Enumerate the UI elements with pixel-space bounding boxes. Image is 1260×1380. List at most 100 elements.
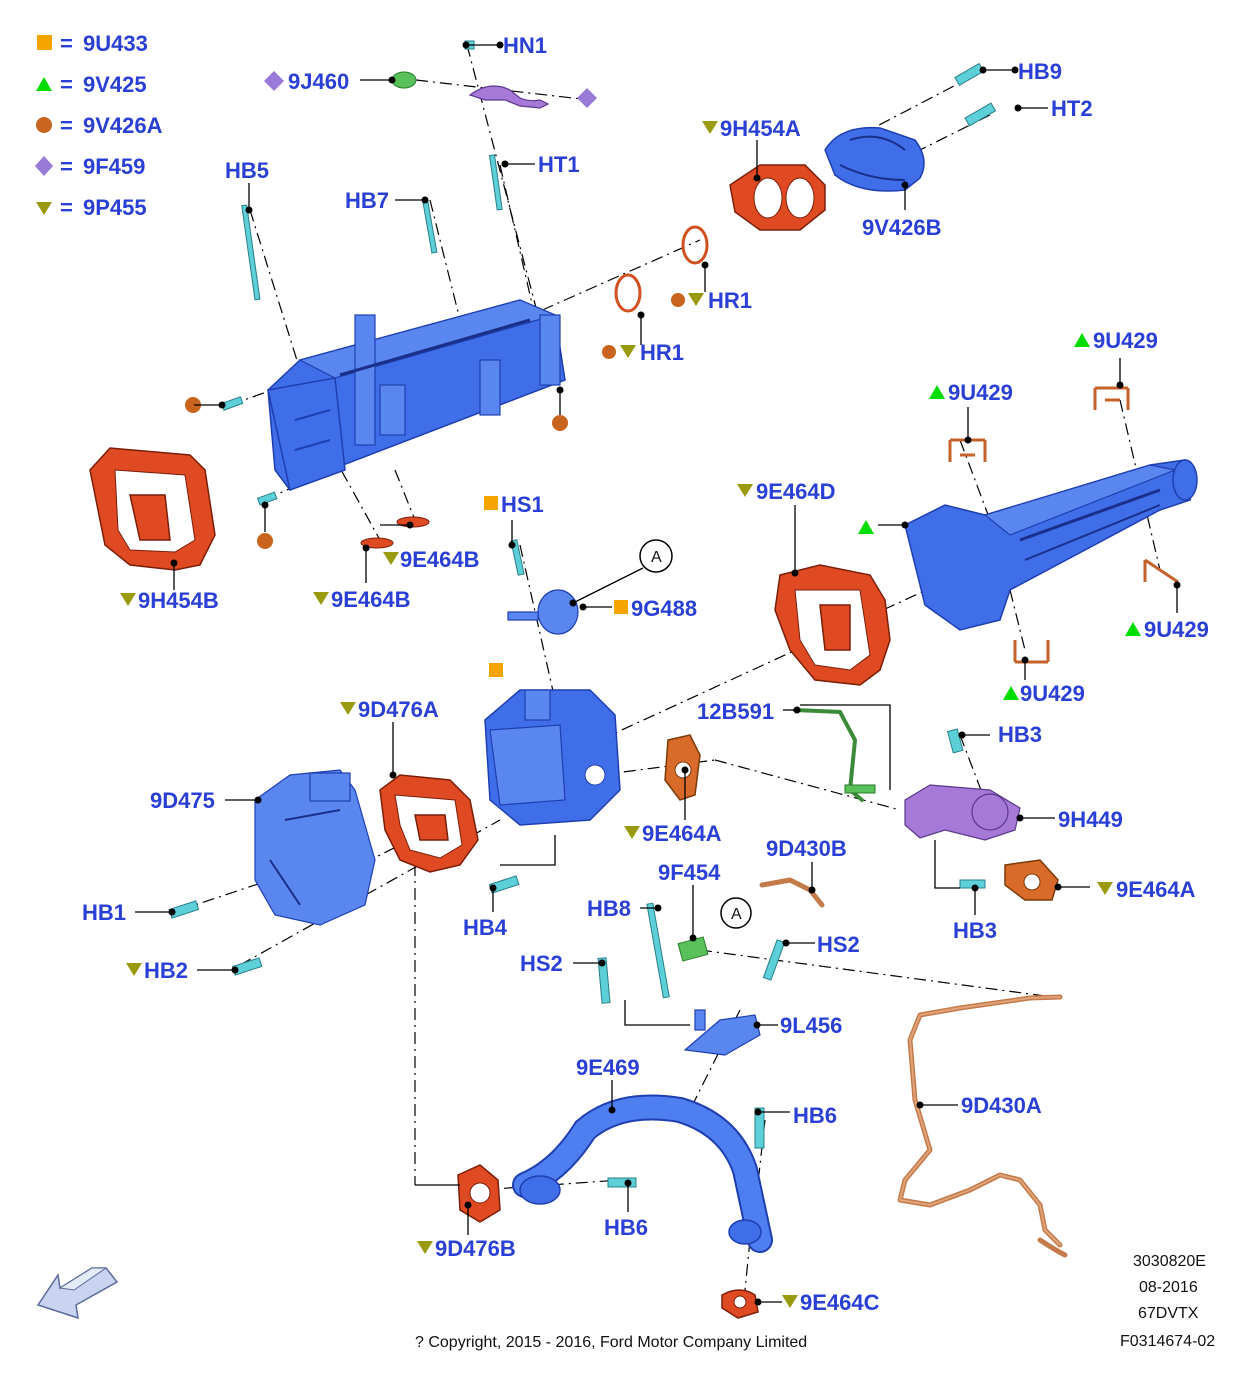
olive-triangle-icon xyxy=(126,963,142,976)
part-label: HR1 xyxy=(640,340,684,365)
brown-circle-icon xyxy=(671,293,685,307)
brown-circle-icon xyxy=(185,397,201,413)
footer-date: 08-2016 xyxy=(1139,1279,1198,1296)
olive-triangle-icon xyxy=(620,345,636,358)
bolts-mid xyxy=(168,728,986,1188)
part-label: HN1 xyxy=(503,33,547,58)
part-label: 9E464B xyxy=(400,547,480,572)
legend-eq: = xyxy=(60,195,73,220)
olive-triangle-icon xyxy=(624,826,640,839)
part-label: HS2 xyxy=(817,932,860,957)
orange-square-icon xyxy=(614,600,628,614)
part-label: HT2 xyxy=(1051,96,1093,121)
part-label: 9E464A xyxy=(1116,877,1196,902)
orange-square-icon xyxy=(489,663,503,677)
green-triangle-icon xyxy=(1074,333,1090,347)
part-label: 9H454A xyxy=(720,116,801,141)
part-label: 9V426B xyxy=(862,215,942,240)
olive-triangle-icon xyxy=(702,121,718,134)
olive-triangle-icon xyxy=(340,702,356,715)
callout-circle xyxy=(639,539,673,573)
gasket-9h454b xyxy=(89,447,216,571)
bracket-9l456 xyxy=(683,1009,761,1056)
legend-code: 9P455 xyxy=(83,195,147,220)
brown-circle-icon xyxy=(602,345,616,359)
olive-triangle-icon xyxy=(36,202,52,215)
olive-triangle-icon xyxy=(1097,882,1113,895)
gasket-9e464a-right xyxy=(1004,859,1059,901)
green-triangle-icon xyxy=(929,385,945,399)
brown-circle-icon xyxy=(257,533,273,549)
purple-diamond-icon xyxy=(577,88,597,108)
part-label: HR1 xyxy=(708,288,752,313)
orange-square-icon xyxy=(484,496,498,510)
brown-circle-icon xyxy=(36,117,52,133)
gasket-9h454a xyxy=(729,164,826,231)
olive-triangle-icon xyxy=(417,1241,433,1254)
clips-9u429 xyxy=(948,386,1179,664)
legend-code: 9V426A xyxy=(83,113,163,138)
o-ring-hr1 xyxy=(681,225,709,265)
throttle-body-9d475 xyxy=(254,769,376,926)
olive-triangle-icon xyxy=(383,552,399,565)
orange-square-icon xyxy=(37,35,52,50)
part-label: HB6 xyxy=(604,1215,648,1240)
part-label: HB4 xyxy=(463,915,508,940)
part-label: 9D430A xyxy=(961,1093,1042,1118)
gasket-9e464c xyxy=(721,1289,759,1319)
part-label: HS1 xyxy=(501,492,544,517)
part-label: HB8 xyxy=(587,896,631,921)
part-label: 9J460 xyxy=(288,69,349,94)
green-triangle-icon xyxy=(858,520,874,534)
callout-label: A xyxy=(651,549,662,566)
part-label: HB5 xyxy=(225,158,269,183)
part-label: 9D476A xyxy=(358,697,439,722)
part-label: 9E464A xyxy=(642,821,722,846)
footer-model: 67DVTX xyxy=(1138,1305,1199,1322)
part-label: 12B591 xyxy=(697,699,774,724)
direction-arrow-icon xyxy=(36,1267,119,1320)
part-label: HB1 xyxy=(82,900,126,925)
part-label: 9E464D xyxy=(756,479,836,504)
purple-bracket-9j460 xyxy=(391,71,550,109)
legend-code: 9F459 xyxy=(83,154,145,179)
part-label: 9L456 xyxy=(780,1013,842,1038)
part-label: 9E469 xyxy=(576,1055,640,1080)
part-label: 9H454B xyxy=(138,588,219,613)
part-label: HB7 xyxy=(345,188,389,213)
olive-triangle-icon xyxy=(313,592,329,605)
legend-code: 9V425 xyxy=(83,72,147,97)
gasket-9d476a xyxy=(379,774,479,873)
part-label: 9D430B xyxy=(766,836,847,861)
part-label: 9U429 xyxy=(1144,617,1209,642)
part-label: 9D476B xyxy=(435,1236,516,1261)
olive-triangle-icon xyxy=(737,484,753,497)
fitting-9h449 xyxy=(904,784,1021,841)
olive-triangle-icon xyxy=(688,293,704,306)
olive-triangle-icon xyxy=(120,593,136,606)
gasket-9e464a xyxy=(664,734,701,801)
part-label: 9H449 xyxy=(1058,807,1123,832)
part-label: HT1 xyxy=(538,152,580,177)
egr-cooler-right xyxy=(904,459,1198,631)
legend-eq: = xyxy=(60,72,73,97)
part-label: 9U429 xyxy=(1093,328,1158,353)
green-triangle-icon xyxy=(1003,686,1019,700)
part-label: HB3 xyxy=(998,722,1042,747)
sensor-wire-12b591 xyxy=(793,708,876,802)
purple-diamond-icon xyxy=(35,156,53,176)
gasket-9d476b xyxy=(457,1164,501,1223)
legend-eq: = xyxy=(60,154,73,179)
legend-eq: = xyxy=(60,113,73,138)
part-label: 9E464B xyxy=(331,587,411,612)
green-triangle-icon xyxy=(36,77,52,91)
part-label: HS2 xyxy=(520,951,563,976)
legend: = 9U433 = 9V425 = 9V426A = 9F459 = 9P455 xyxy=(35,31,163,220)
purple-diamond-icon xyxy=(264,71,284,91)
part-label: 9F454 xyxy=(658,860,721,885)
o-ring-hr1 xyxy=(614,273,642,313)
part-label: 9E464C xyxy=(800,1290,880,1315)
callout-label: A xyxy=(731,906,742,923)
copyright-text: ? Copyright, 2015 - 2016, Ford Motor Com… xyxy=(415,1334,807,1351)
